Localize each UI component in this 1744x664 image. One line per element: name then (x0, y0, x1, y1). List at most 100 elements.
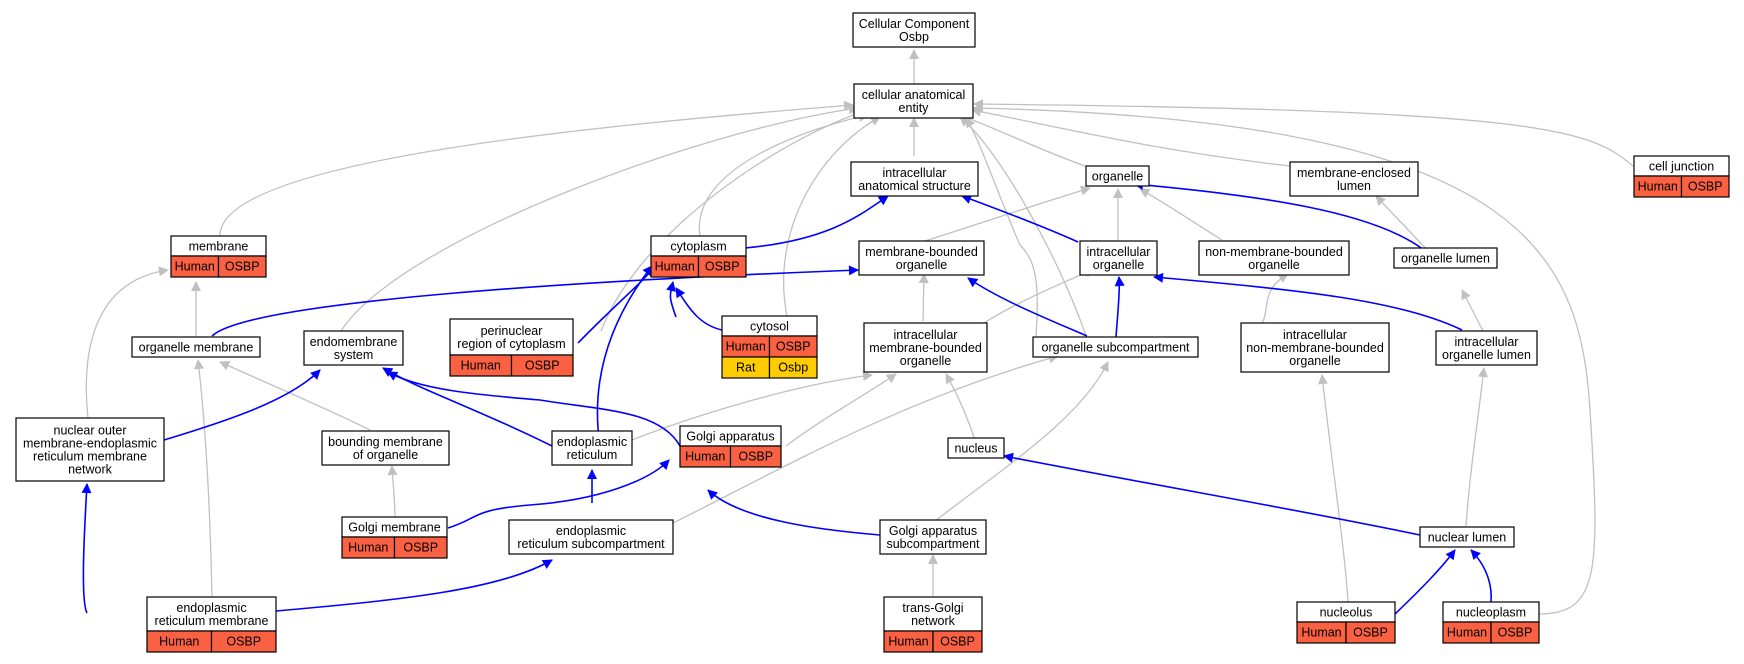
is-a-edge (1465, 367, 1488, 527)
term-node-organelle[interactable]: organelle (1085, 165, 1150, 187)
term-label: non-membrane-bounded (1246, 341, 1384, 355)
is-a-edge (1317, 374, 1349, 603)
term-box (303, 330, 404, 366)
gene-cell (393, 536, 448, 559)
term-box (1435, 330, 1538, 366)
gene-label: OSBP (705, 260, 740, 274)
gene-cell (510, 354, 574, 377)
is-a-edge (85, 266, 169, 419)
is-a-edge (918, 273, 929, 322)
term-label: intracellular (894, 328, 958, 342)
term-label: entity (899, 101, 930, 115)
term-node-nucleus[interactable]: nucleus (947, 437, 1005, 459)
part-of-edge (81, 483, 92, 614)
gene-label: OSBP (1353, 626, 1388, 640)
is-a-edge (973, 99, 1634, 167)
is-a-edge (219, 100, 854, 237)
term-label: organelle (1092, 169, 1143, 183)
term-label: cell junction (1649, 159, 1714, 173)
term-box (1393, 247, 1498, 269)
term-node-organelle-lumen[interactable]: organelle lumen (1393, 247, 1498, 269)
gene-label: OSBP (1688, 180, 1723, 194)
term-box (15, 417, 165, 482)
term-node-nuclear-outer-membrane-er[interactable]: nuclear outermembrane-endoplasmicreticul… (15, 417, 165, 482)
gene-label: OSBP (940, 635, 975, 649)
gene-cell (729, 445, 782, 468)
is-a-edge (924, 185, 1091, 242)
species-label: Human (888, 635, 928, 649)
term-box (551, 430, 633, 466)
term-box (449, 318, 574, 356)
term-label: Osbp (899, 30, 929, 44)
gene-cell (932, 630, 983, 653)
term-node-organelle-membrane[interactable]: organelle membrane (131, 336, 261, 358)
term-label: membrane-enclosed (1297, 166, 1411, 180)
term-label: nuclear lumen (1428, 530, 1507, 544)
gene-cell (697, 255, 747, 278)
term-box (947, 437, 1005, 459)
part-of-edge (1153, 272, 1463, 331)
term-node-intracellular-non-membrane-bounded-organelle[interactable]: intracellularnon-membrane-boundedorganel… (1240, 322, 1390, 373)
edges-layer (81, 49, 1634, 615)
is-a-edge (965, 117, 1038, 337)
term-label: membrane-bounded (869, 341, 982, 355)
term-label: organelle (896, 258, 947, 272)
term-label: cytosol (750, 319, 789, 333)
is-a-edge (973, 103, 1596, 615)
is-a-edge (1461, 289, 1484, 332)
gene-cell (1345, 621, 1396, 644)
species-label: Human (159, 635, 199, 649)
term-box (853, 83, 974, 119)
term-box (879, 519, 987, 555)
term-node-nuclear-lumen[interactable]: nuclear lumen (1419, 526, 1515, 548)
term-label: organelle (1289, 354, 1340, 368)
is-a-edge (945, 373, 976, 441)
term-label: membrane-bounded (865, 245, 978, 259)
term-label: non-membrane-bounded (1205, 245, 1343, 259)
part-of-edge (675, 287, 723, 331)
is-a-edge (1139, 188, 1223, 241)
term-label: anatomical structure (858, 179, 971, 193)
term-box (1198, 240, 1350, 276)
term-box (146, 596, 277, 632)
term-box (1289, 161, 1419, 197)
term-label: cytoplasm (670, 239, 726, 253)
term-label: endoplasmic (557, 435, 627, 449)
term-label: bounding membrane (328, 435, 443, 449)
is-a-edge (783, 116, 881, 317)
part-of-edge (961, 194, 1079, 243)
term-label: organelle lumen (1442, 348, 1531, 362)
term-label: system (334, 348, 374, 362)
term-node-organelle-subcompartment[interactable]: organelle subcompartment (1032, 336, 1199, 358)
is-a-edge (616, 371, 873, 447)
term-label: membrane-endoplasmic (23, 436, 157, 450)
part-of-edge (163, 369, 321, 441)
gene-cell (1490, 621, 1540, 644)
term-label: subcompartment (886, 537, 980, 551)
